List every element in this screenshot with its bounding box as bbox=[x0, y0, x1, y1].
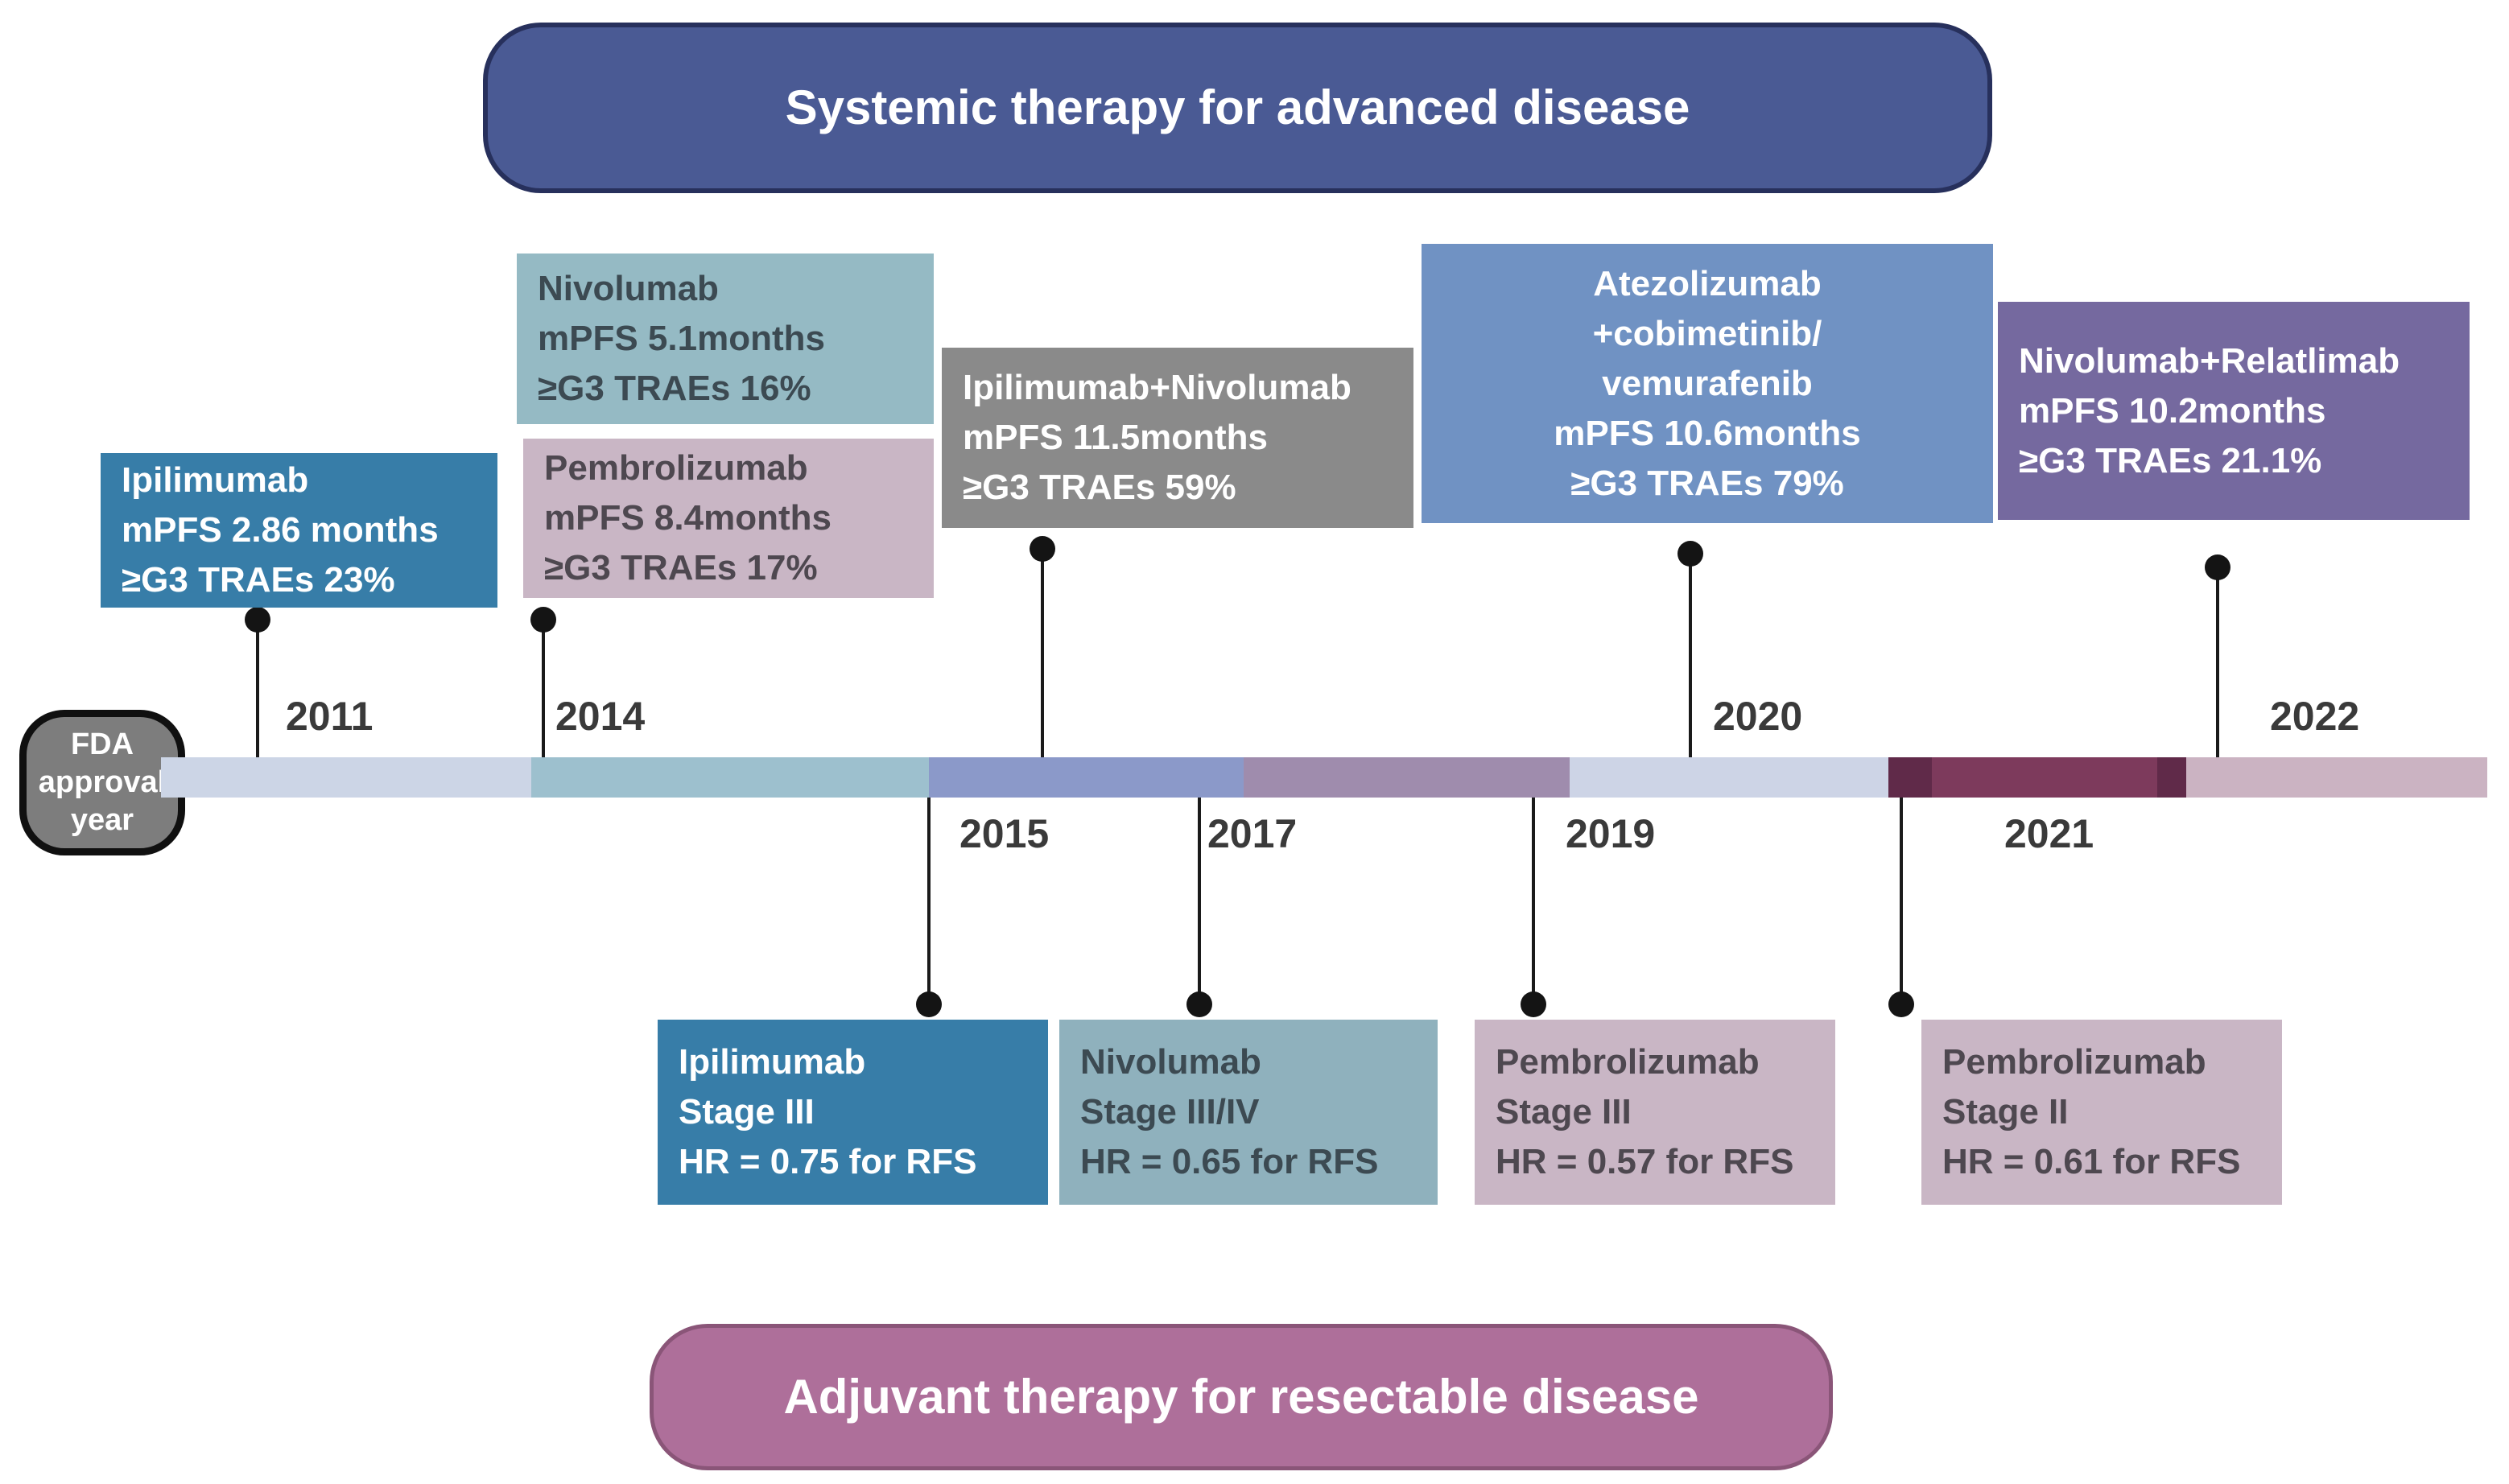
event-box-atezolizumab-cobimetinib-vemurafenib-advanced-line-2: vemurafenib bbox=[1602, 363, 1813, 403]
event-box-ipilimumab-advanced-line-1: mPFS 2.86 months bbox=[122, 510, 439, 550]
event-box-atezolizumab-cobimetinib-vemurafenib-advanced: Atezolizumab +cobimetinib/vemurafenib mPFS… bbox=[1422, 244, 1993, 523]
timeline-segment-7 bbox=[2157, 757, 2186, 798]
event-box-ipilimumab-adjuvant-line-1: Stage III bbox=[679, 1092, 815, 1132]
fda-badge-line-1: FDA bbox=[70, 728, 134, 761]
year-label-2021: 2021 bbox=[2004, 811, 2094, 856]
event-box-nivolumab-advanced-line-0: Nivolumab bbox=[538, 269, 719, 308]
event-box-atezolizumab-cobimetinib-vemurafenib-advanced-line-0: Atezolizumab bbox=[1593, 263, 1822, 303]
fda-approval-year-badge: FDA approval year bbox=[19, 710, 185, 855]
year-label-2011: 2011 bbox=[286, 694, 373, 739]
event-box-pembrolizumab-stage3-adjuvant-line-0: Pembrolizumab bbox=[1496, 1042, 1760, 1082]
event-box-nivolumab-relatlimab-advanced-line-1: mPFS 10.2months bbox=[2019, 390, 2326, 431]
year-label-2020: 2020 bbox=[1713, 694, 1803, 739]
event-box-nivolumab-relatlimab-advanced-line-0: Nivolumab+Relatlimab bbox=[2019, 340, 2400, 381]
event-box-nivolumab-adjuvant-line-0: Nivolumab bbox=[1080, 1042, 1261, 1082]
event-box-pembrolizumab-stage3-adjuvant-line-1: Stage III bbox=[1496, 1092, 1632, 1132]
fda-badge-line-2: approval bbox=[38, 765, 167, 799]
event-box-nivolumab-advanced: Nivolumab mPFS 5.1months ≥G3 TRAEs 16% bbox=[517, 254, 934, 424]
event-box-pembrolizumab-stage3-adjuvant-line-2: HR = 0.57 for RFS bbox=[1496, 1142, 1794, 1181]
timeline-segment-0 bbox=[161, 757, 531, 798]
connector-dot-down-0 bbox=[916, 991, 942, 1017]
event-box-atezolizumab-cobimetinib-vemurafenib-advanced-line-3: mPFS 10.6months bbox=[1554, 413, 1861, 453]
event-box-ipilimumab-advanced: Ipilimumab mPFS 2.86 months ≥G3 TRAEs 23% bbox=[101, 453, 497, 608]
timeline-segment-2 bbox=[929, 757, 1244, 798]
event-box-pembrolizumab-stage2-adjuvant-line-1: Stage II bbox=[1942, 1092, 2069, 1132]
fda-badge-line-3: year bbox=[70, 803, 134, 837]
timeline-segment-5 bbox=[1888, 757, 1932, 798]
event-box-ipilimumab-nivolumab-advanced-line-0: Ipilimumab+Nivolumab bbox=[963, 368, 1351, 407]
event-box-pembrolizumab-stage2-adjuvant-line-0: Pembrolizumab bbox=[1942, 1042, 2206, 1082]
connector-line-up-2 bbox=[1041, 549, 1044, 757]
event-box-nivolumab-advanced-line-2: ≥G3 TRAEs 16% bbox=[538, 369, 811, 408]
event-box-atezolizumab-cobimetinib-vemurafenib-advanced-line-1: +cobimetinib/ bbox=[1592, 313, 1822, 353]
systemic-therapy-banner: Systemic therapy for advanced disease bbox=[483, 23, 1992, 193]
adjuvant-therapy-banner: Adjuvant therapy for resectable disease bbox=[650, 1324, 1833, 1470]
event-box-pembrolizumab-advanced: Pembrolizumab mPFS 8.4months ≥G3 TRAEs 17% bbox=[523, 439, 934, 598]
event-box-ipilimumab-adjuvant-line-0: Ipilimumab bbox=[679, 1042, 866, 1082]
event-box-ipilimumab-advanced-line-0: Ipilimumab bbox=[122, 460, 309, 500]
event-box-nivolumab-relatlimab-advanced-line-2: ≥G3 TRAEs 21.1% bbox=[2019, 440, 2322, 480]
event-box-ipilimumab-advanced-line-2: ≥G3 TRAEs 23% bbox=[122, 560, 395, 600]
connector-line-down-1 bbox=[1198, 798, 1201, 1004]
connector-line-down-2 bbox=[1532, 798, 1535, 1004]
connector-line-up-1 bbox=[542, 620, 545, 757]
year-label-2014: 2014 bbox=[555, 694, 646, 739]
event-box-pembrolizumab-advanced-line-1: mPFS 8.4months bbox=[544, 498, 832, 538]
timeline-segment-4 bbox=[1570, 757, 1888, 798]
connector-line-up-0 bbox=[256, 620, 259, 757]
event-box-ipilimumab-adjuvant-line-2: HR = 0.75 for RFS bbox=[679, 1142, 977, 1181]
connector-line-down-0 bbox=[927, 798, 931, 1004]
connector-dot-up-2 bbox=[1030, 536, 1055, 562]
timeline-segment-1 bbox=[531, 757, 929, 798]
year-label-2015: 2015 bbox=[959, 811, 1050, 856]
connector-line-up-4 bbox=[2216, 567, 2219, 757]
event-box-nivolumab-adjuvant-line-1: Stage III/IV bbox=[1080, 1092, 1260, 1132]
event-box-nivolumab-relatlimab-advanced: Nivolumab+Relatlimab mPFS 10.2months ≥G3 T… bbox=[1998, 302, 2470, 520]
year-label-2017: 2017 bbox=[1207, 811, 1298, 856]
year-label-2022: 2022 bbox=[2270, 694, 2360, 739]
event-box-pembrolizumab-advanced-line-2: ≥G3 TRAEs 17% bbox=[544, 548, 818, 587]
connector-dot-up-1 bbox=[530, 607, 556, 633]
connector-line-down-3 bbox=[1900, 798, 1903, 1004]
year-label-2019: 2019 bbox=[1566, 811, 1656, 856]
connector-dot-down-3 bbox=[1888, 991, 1914, 1017]
connector-dot-down-1 bbox=[1186, 991, 1212, 1017]
event-box-ipilimumab-nivolumab-advanced-line-1: mPFS 11.5months bbox=[963, 418, 1269, 457]
event-box-pembrolizumab-advanced-line-0: Pembrolizumab bbox=[544, 448, 808, 488]
event-box-ipilimumab-nivolumab-advanced: Ipilimumab+Nivolumab mPFS 11.5months ≥G3 T… bbox=[942, 348, 1413, 528]
connector-dot-up-3 bbox=[1677, 541, 1703, 567]
timeline-segment-3 bbox=[1244, 757, 1570, 798]
event-box-nivolumab-advanced-line-1: mPFS 5.1months bbox=[538, 319, 825, 358]
event-box-nivolumab-adjuvant-line-2: HR = 0.65 for RFS bbox=[1080, 1142, 1379, 1181]
connector-dot-down-2 bbox=[1521, 991, 1546, 1017]
event-box-ipilimumab-nivolumab-advanced-line-2: ≥G3 TRAEs 59% bbox=[963, 468, 1236, 507]
connector-line-up-3 bbox=[1689, 554, 1692, 757]
connector-dot-up-0 bbox=[245, 607, 270, 633]
event-box-pembrolizumab-stage2-adjuvant-line-2: HR = 0.61 for RFS bbox=[1942, 1142, 2241, 1181]
timeline-segment-8 bbox=[2186, 757, 2487, 798]
timeline-segment-6 bbox=[1932, 757, 2157, 798]
event-box-atezolizumab-cobimetinib-vemurafenib-advanced-line-4: ≥G3 TRAEs 79% bbox=[1570, 463, 1844, 503]
connector-dot-up-4 bbox=[2205, 554, 2230, 580]
